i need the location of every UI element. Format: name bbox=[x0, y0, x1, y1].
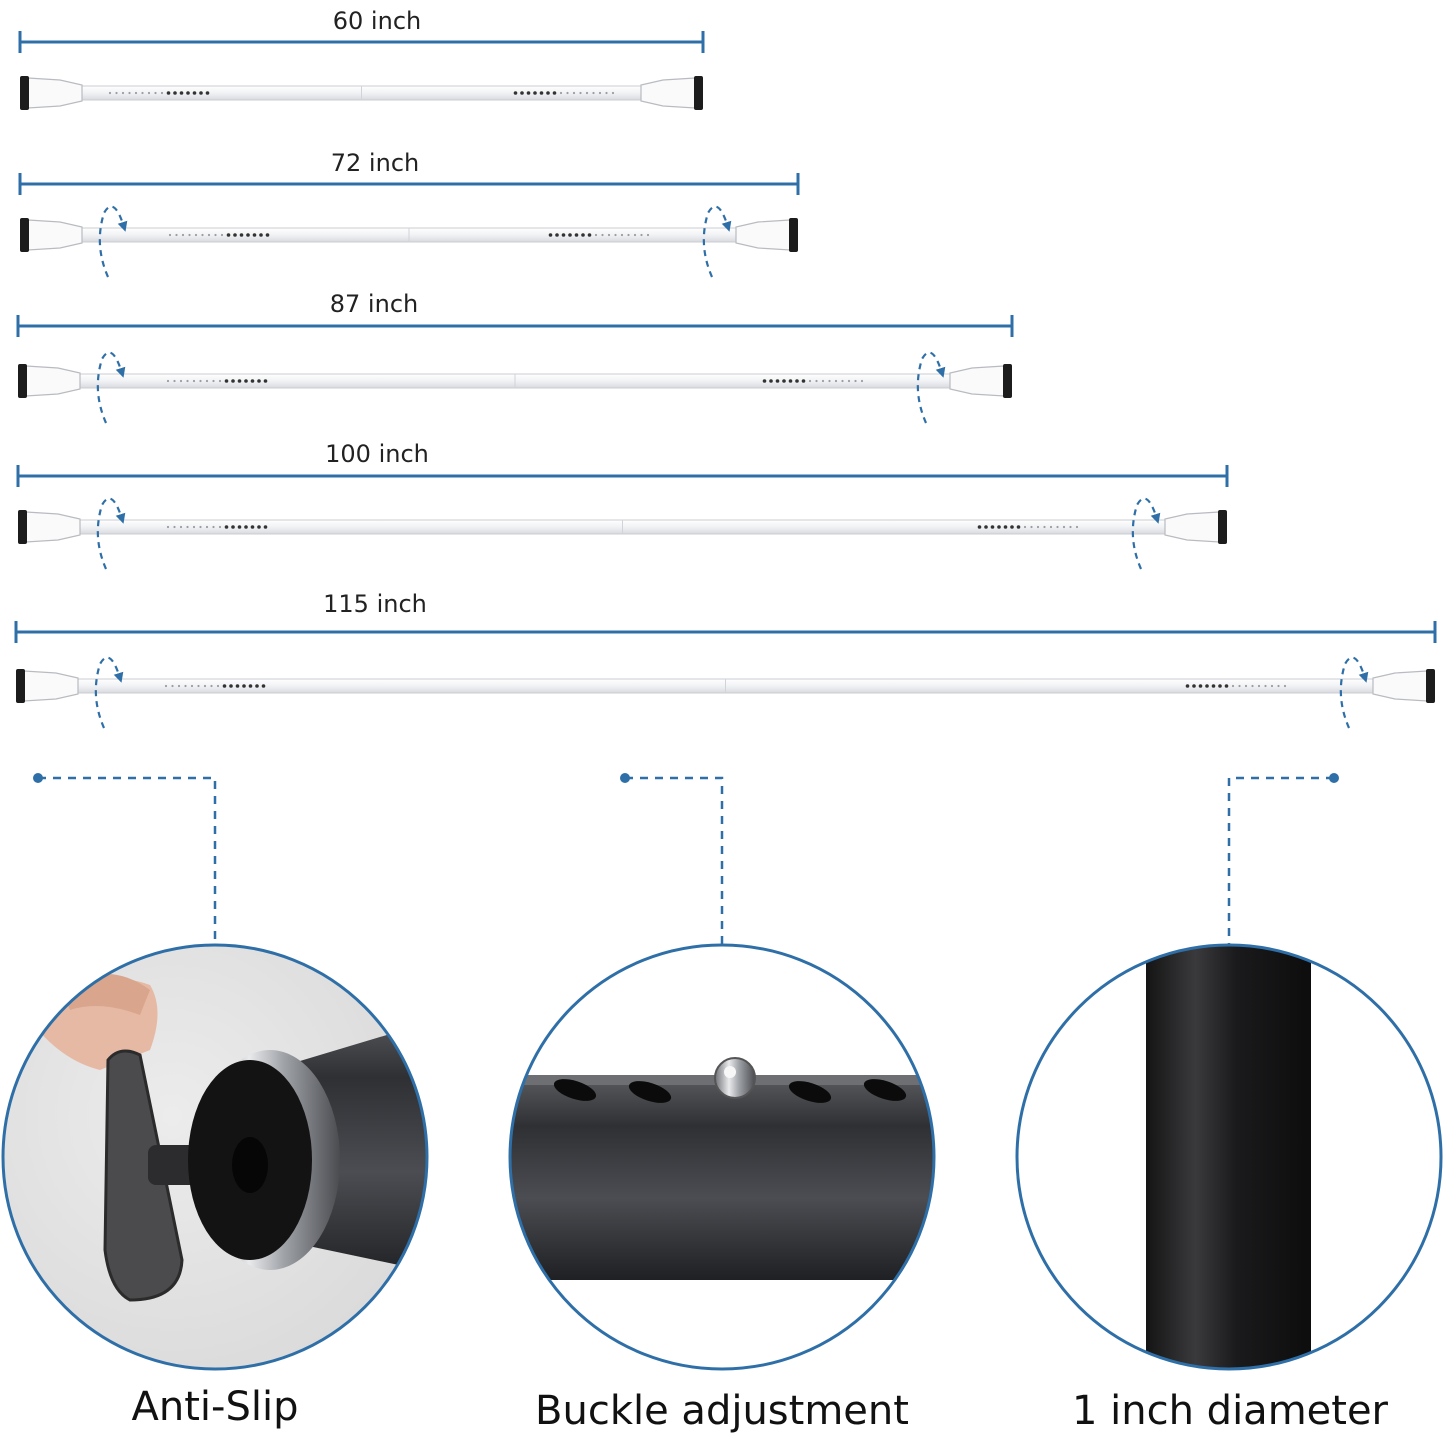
anti-slip-closeup bbox=[1, 943, 429, 1371]
leader-dot bbox=[33, 773, 43, 783]
feature-label-buckle-adjustment: Buckle adjustment bbox=[535, 1388, 909, 1434]
diameter-closeup bbox=[1015, 943, 1443, 1371]
rod-3: 87 inch bbox=[16, 290, 1014, 424]
rod-1: 60 inch bbox=[18, 7, 705, 110]
rod-length-label: 100 inch bbox=[325, 440, 429, 468]
rod-5: 115 inch bbox=[14, 590, 1437, 729]
rod-4: 100 inch bbox=[16, 440, 1229, 570]
rod-2: 72 inch bbox=[18, 149, 800, 278]
buckle-adjustment-closeup bbox=[508, 943, 936, 1371]
feature-label-diameter: 1 inch diameter bbox=[1071, 1388, 1388, 1434]
rod-length-label: 60 inch bbox=[333, 7, 421, 35]
leader-dot bbox=[1329, 773, 1339, 783]
feature-label-anti-slip: Anti-Slip bbox=[131, 1384, 299, 1430]
rods-group: 60 inch 72 inch 87 inch 100 inch 115 inch bbox=[14, 7, 1437, 729]
leader-lines bbox=[38, 776, 1334, 945]
rod-length-label: 115 inch bbox=[323, 590, 427, 618]
rod-length-label: 72 inch bbox=[331, 149, 419, 177]
leader-dot bbox=[620, 773, 630, 783]
rod-length-label: 87 inch bbox=[330, 290, 418, 318]
